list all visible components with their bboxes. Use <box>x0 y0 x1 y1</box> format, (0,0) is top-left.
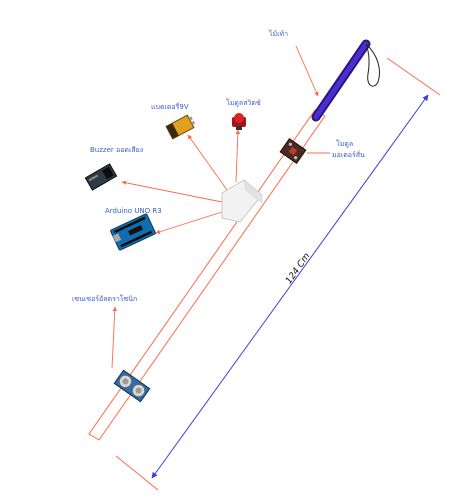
label-ultrasonic: เซนเซอร์อัลตราโซนิก <box>72 294 137 303</box>
vibration-motor-module <box>279 138 307 164</box>
dimension-length-label: 124 Cm <box>284 251 312 286</box>
switch-module <box>232 113 246 130</box>
arduino-uno-board <box>110 213 156 251</box>
control-box <box>221 179 263 223</box>
battery-9v <box>165 114 196 140</box>
cane-handle <box>311 39 380 122</box>
label-battery: แบตเตอรี่9V <box>151 102 189 111</box>
label-arduino: Arduino UNO R3 <box>105 207 162 215</box>
label-vibration-motor-line2: มอเตอร์สั่น <box>332 150 365 159</box>
dimension-indicator: 124 Cm <box>115 57 441 491</box>
label-buzzer: Buzzer ออดเสียง <box>90 146 143 154</box>
dimension-tick-top <box>386 57 441 96</box>
label-switch-module: โมดูลสวิตซ์ <box>226 98 261 107</box>
dimension-tick-bottom <box>115 455 159 491</box>
label-vibration-motor-line1: โมดูล <box>336 139 353 148</box>
pointer-lines <box>111 45 330 369</box>
label-cane: ไม้เท้า <box>268 29 288 38</box>
ultrasonic-sensor <box>113 369 151 403</box>
buzzer-module <box>84 163 118 191</box>
dimension-line <box>151 94 429 479</box>
